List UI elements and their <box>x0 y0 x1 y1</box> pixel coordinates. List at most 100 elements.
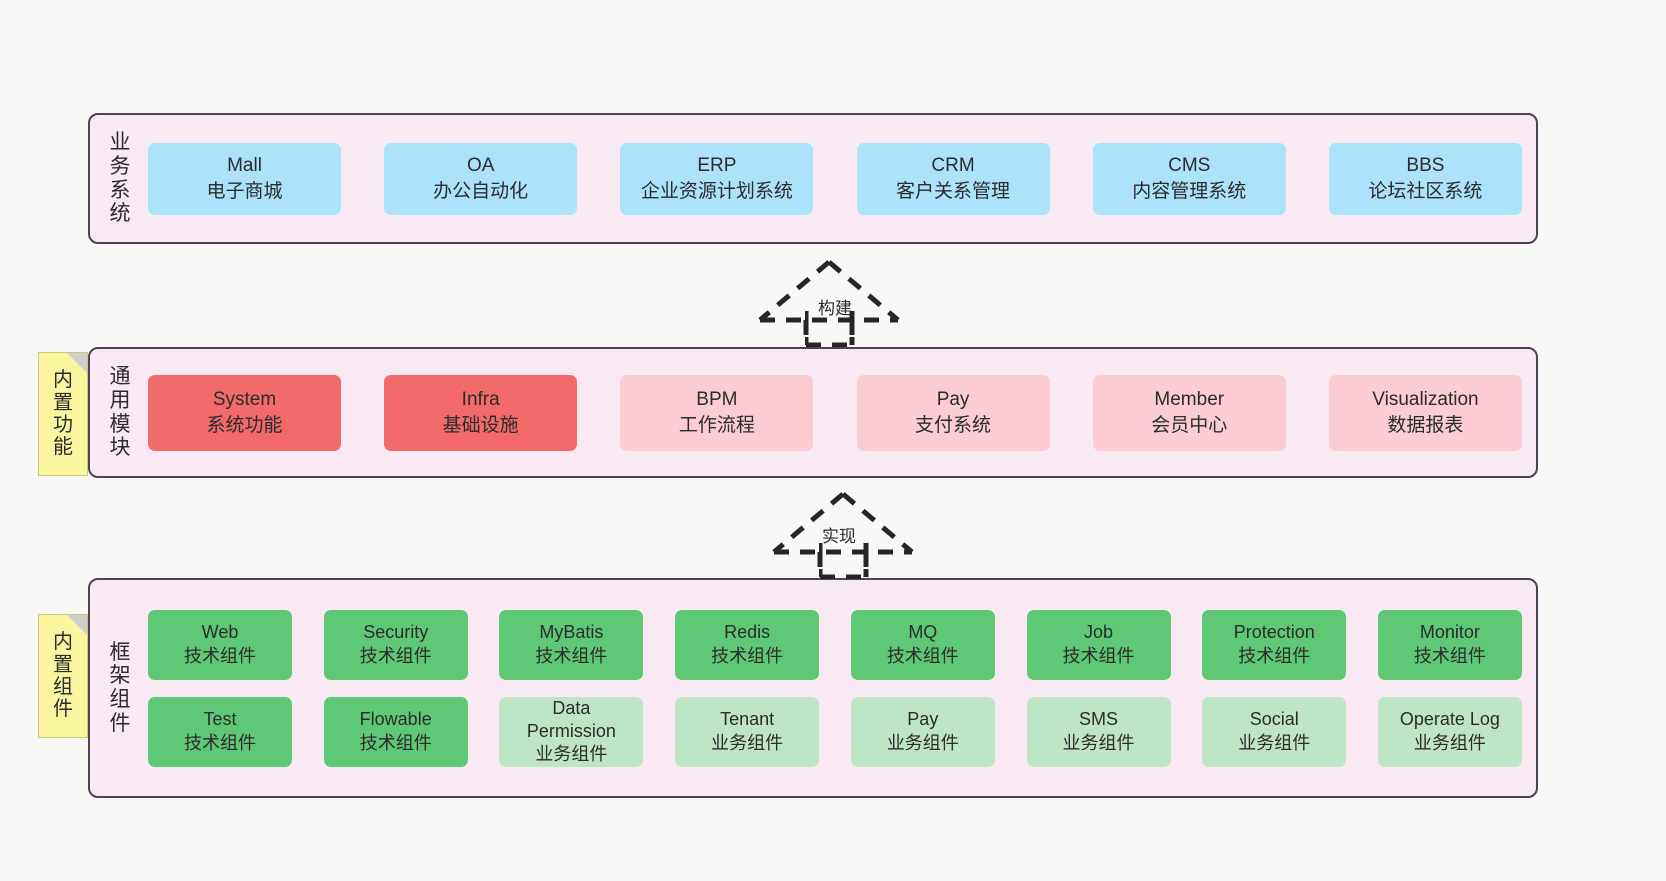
layer-label-char: 用 <box>109 388 131 412</box>
card-subtitle: 办公自动化 <box>433 180 529 202</box>
card-member[interactable]: Member 会员中心 <box>1092 374 1286 451</box>
card-system[interactable]: System 系统功能 <box>148 374 341 451</box>
note-char: 功 <box>53 414 73 436</box>
card-title: Security <box>363 622 429 643</box>
card-test[interactable]: Test 技术组件 <box>148 696 292 767</box>
card-subtitle: 业务组件 <box>1413 732 1486 753</box>
card-title: MyBatis <box>539 622 604 643</box>
card-crm[interactable]: CRM 客户关系管理 <box>856 142 1050 215</box>
card-title: BPM <box>696 389 738 411</box>
card-pay-component[interactable]: Pay 业务组件 <box>850 696 995 767</box>
card-title: CRM <box>931 155 975 177</box>
note-builtin-component[interactable]: 内 置 组 件 <box>38 614 88 738</box>
card-subtitle: 业务组件 <box>886 732 959 753</box>
card-bbs[interactable]: BBS 论坛社区系统 <box>1328 142 1522 215</box>
card-title: CMS <box>1168 155 1211 177</box>
card-subtitle: 技术组件 <box>184 645 256 666</box>
card-visualization[interactable]: Visualization 数据报表 <box>1328 374 1522 451</box>
card-subtitle: 支付系统 <box>915 414 992 436</box>
card-title: Monitor <box>1419 622 1480 643</box>
card-subtitle: 技术组件 <box>359 732 432 753</box>
card-subtitle: 会员中心 <box>1151 414 1228 436</box>
card-bpm[interactable]: BPM 工作流程 <box>620 374 814 451</box>
layer-label-framework-components: 框 架 组 件 <box>98 641 142 735</box>
card-sms[interactable]: SMS 业务组件 <box>1026 696 1171 767</box>
layer-label-char: 件 <box>109 711 131 735</box>
card-mall[interactable]: Mall 电子商城 <box>148 142 341 215</box>
card-title: Job <box>1084 622 1114 643</box>
card-title: Web <box>201 622 239 643</box>
card-flowable[interactable]: Flowable 技术组件 <box>323 696 468 767</box>
card-web[interactable]: Web 技术组件 <box>148 609 292 680</box>
card-subtitle: 业务组件 <box>1062 732 1135 753</box>
layer-label-char: 架 <box>109 664 131 688</box>
card-title: System <box>212 389 277 411</box>
card-subtitle: 业务组件 <box>711 732 784 753</box>
card-subtitle: 业务组件 <box>535 744 608 765</box>
common-modules-card-list: System 系统功能 Infra 基础设施 BPM 工作流程 Pay 支付系统… <box>142 349 1536 476</box>
card-subtitle: 系统功能 <box>206 414 283 436</box>
card-mq[interactable]: MQ 技术组件 <box>850 609 995 680</box>
card-pay-module[interactable]: Pay 支付系统 <box>856 374 1050 451</box>
card-title: Member <box>1154 389 1225 411</box>
business-systems-card-list: Mall 电子商城 OA 办公自动化 ERP 企业资源计划系统 CRM 客户关系… <box>142 115 1536 242</box>
card-tenant[interactable]: Tenant 业务组件 <box>675 696 820 767</box>
card-job[interactable]: Job 技术组件 <box>1026 609 1171 680</box>
card-subtitle: 工作流程 <box>678 414 755 436</box>
card-subtitle: 企业资源计划系统 <box>640 180 793 202</box>
card-title: Tenant <box>720 709 775 730</box>
card-subtitle: 技术组件 <box>535 645 608 666</box>
connector-build-stem <box>805 311 855 347</box>
layer-label-char: 通 <box>109 365 131 389</box>
card-subtitle: 内容管理系统 <box>1132 180 1247 202</box>
card-data-permission[interactable]: Data Permission 业务组件 <box>499 696 644 767</box>
card-title: Pay <box>907 709 939 730</box>
card-security[interactable]: Security 技术组件 <box>323 609 468 680</box>
layer-label-char: 组 <box>109 688 131 711</box>
card-operate-log[interactable]: Operate Log 业务组件 <box>1377 696 1522 767</box>
card-subtitle: 技术组件 <box>886 645 959 666</box>
card-title: Flowable <box>359 709 432 730</box>
note-char: 内 <box>53 369 73 392</box>
card-title: BBS <box>1406 155 1445 177</box>
connector-implement-label: 实现 <box>822 527 856 546</box>
card-title-line2: Permission <box>526 720 616 741</box>
note-char: 内 <box>53 631 73 654</box>
card-title: MQ <box>908 622 938 643</box>
card-subtitle: 论坛社区系统 <box>1368 180 1483 202</box>
card-subtitle: 电子商城 <box>206 180 283 202</box>
card-infra[interactable]: Infra 基础设施 <box>384 374 578 451</box>
card-title: Data <box>552 697 591 718</box>
connector-implement-stem <box>819 543 869 579</box>
card-cms[interactable]: CMS 内容管理系统 <box>1092 142 1286 215</box>
card-subtitle: 业务组件 <box>1238 732 1311 753</box>
layer-business-systems: 业 务 系 统 Mall 电子商城 OA 办公自动化 ERP 企业资源计划系统 … <box>88 113 1538 244</box>
card-erp[interactable]: ERP 企业资源计划系统 <box>620 142 814 215</box>
card-title: ERP <box>697 155 737 177</box>
note-fold-corner-icon <box>67 615 87 635</box>
card-social[interactable]: Social 业务组件 <box>1202 696 1347 767</box>
layer-label-business-systems: 业 务 系 统 <box>98 131 142 225</box>
card-title: Operate Log <box>1399 709 1500 730</box>
card-title: Visualization <box>1372 389 1479 411</box>
note-builtin-function[interactable]: 内 置 功 能 <box>38 352 88 476</box>
layer-label-char: 模 <box>109 412 131 436</box>
card-title: Infra <box>461 389 500 411</box>
note-fold-corner-icon <box>67 353 87 373</box>
card-redis[interactable]: Redis 技术组件 <box>675 609 820 680</box>
connector-build-label: 构建 <box>818 299 852 318</box>
card-subtitle: 基础设施 <box>442 414 519 436</box>
card-mybatis[interactable]: MyBatis 技术组件 <box>499 609 644 680</box>
card-protection[interactable]: Protection 技术组件 <box>1202 609 1347 680</box>
card-subtitle: 技术组件 <box>1238 645 1311 666</box>
card-oa[interactable]: OA 办公自动化 <box>384 142 578 215</box>
card-subtitle: 客户关系管理 <box>896 180 1011 202</box>
card-subtitle: 技术组件 <box>184 732 256 753</box>
layer-common-modules: 通 用 模 块 System 系统功能 Infra 基础设施 BPM 工作流程 … <box>88 347 1538 478</box>
framework-components-row-1: Web 技术组件 Security 技术组件 MyBatis 技术组件 Redi… <box>148 609 1522 680</box>
card-subtitle: 数据报表 <box>1387 414 1464 436</box>
card-monitor[interactable]: Monitor 技术组件 <box>1377 609 1522 680</box>
card-subtitle: 技术组件 <box>711 645 784 666</box>
framework-components-card-list: Web 技术组件 Security 技术组件 MyBatis 技术组件 Redi… <box>142 580 1536 796</box>
